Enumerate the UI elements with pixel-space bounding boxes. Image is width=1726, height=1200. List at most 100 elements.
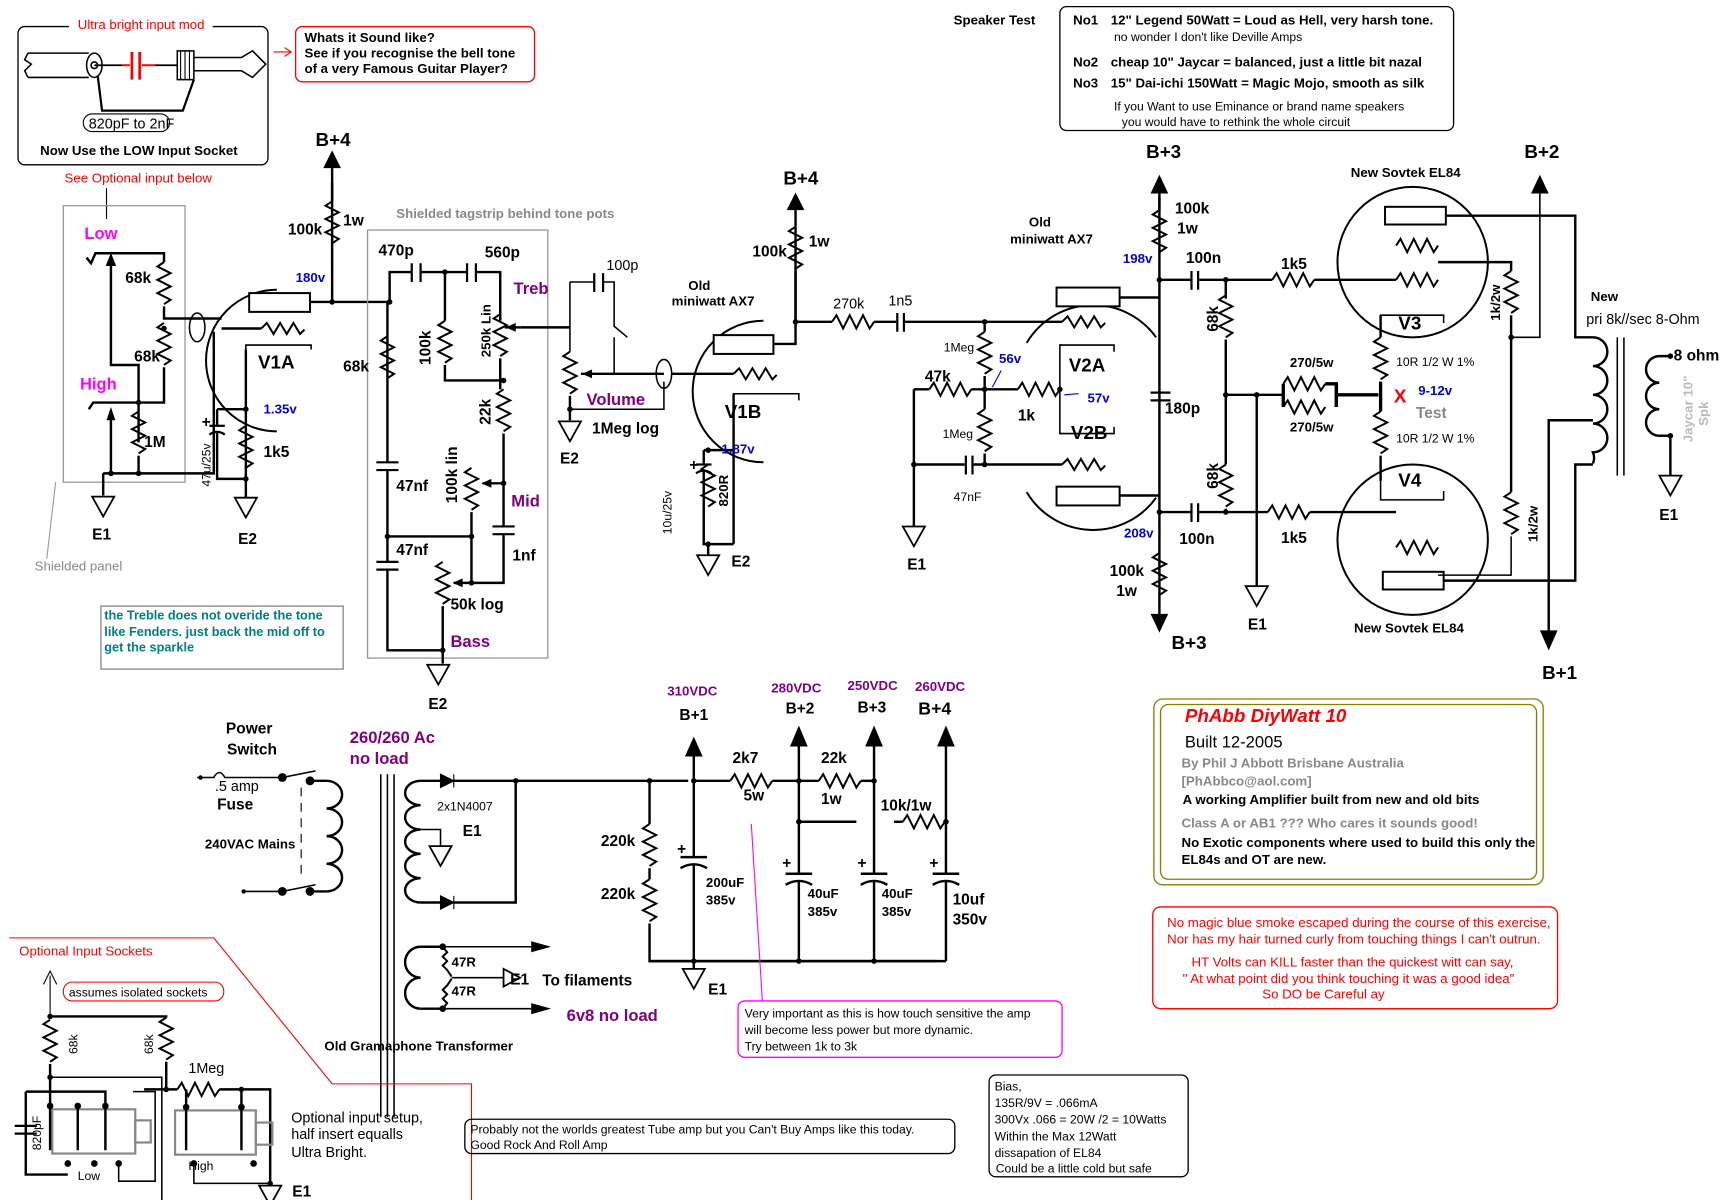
output-stage: 68k 68k E1 270/5w 270/5w 1k5 1k5 V3 N <box>1205 141 1719 683</box>
cap-100n-top: 100n <box>1186 250 1221 267</box>
bias-line3: 300Vx .066 = 20W /2 = 10Watts <box>995 1113 1167 1127</box>
ultra-bright-box: Ultra bright input mod 820pF to 2nF Now … <box>17 15 269 219</box>
tone-note: the Treble does not overide the tone lik… <box>100 605 344 670</box>
input-stage: Shielded panel Low High 68k 68k 1M E1 <box>35 129 388 574</box>
volume-pot-label: 1Meg log <box>592 421 659 438</box>
ground-e1-spk: E1 <box>1659 507 1678 524</box>
treble-pot-label: 250k Lin <box>478 304 493 357</box>
rail-b3-voltage: 250VDC <box>848 678 899 693</box>
warning-box: No magic blue smoke escaped during the c… <box>1152 906 1559 1010</box>
optional-input-heading: Optional Input Sockets <box>19 944 153 959</box>
cap-47nf-pi: 47nF <box>954 490 982 504</box>
mid-label: Mid <box>511 492 540 511</box>
cap-100n-bot: 100n <box>1179 531 1214 548</box>
rail-b3-name: B+3 <box>857 699 886 716</box>
r-68k-grid-top: 68k <box>1205 306 1222 332</box>
rail-b4-name: B+4 <box>918 698 951 718</box>
cap-40uf-1-val: 40uF <box>808 886 839 901</box>
ot-label-spec: pri 8k//sec 8-Ohm <box>1586 312 1699 328</box>
rail-b4-voltage: 260VDC <box>915 679 966 694</box>
shielded-panel-box <box>62 205 186 483</box>
tube-v1b-label: V1B <box>725 401 762 422</box>
sound-note: Whats it Sound like? See if you recognis… <box>294 25 536 83</box>
voltage-208v: 208v <box>1124 526 1154 541</box>
ground-e2-v1b: E2 <box>731 553 750 570</box>
mid-pot <box>463 466 480 511</box>
plus-sign: + <box>782 855 791 872</box>
r-1k: 1k <box>1018 407 1036 424</box>
touch-note-line1: Very important as this is how touch sens… <box>745 1007 1031 1021</box>
warning-line4: " At what point did you think touching i… <box>1183 971 1515 986</box>
volume-label: Volume <box>587 390 646 409</box>
r-68k-grid-bot: 68k <box>1205 463 1222 489</box>
r-bleed-2: 220k <box>601 886 636 903</box>
ot-label-new: New <box>1591 289 1619 304</box>
r-1k2w-top: 1k/2w <box>1488 284 1503 321</box>
shielded-cable-icon <box>188 312 206 343</box>
jack-plug-icon <box>23 49 267 112</box>
cap-40uf-2-v: 385v <box>882 904 912 919</box>
ground-e2-vol: E2 <box>560 450 579 467</box>
rail-b1-voltage: 310VDC <box>667 684 718 699</box>
r-plate-watt-v1a: 1w <box>343 213 365 230</box>
rectifier-label: 2x1N4007 <box>437 800 493 814</box>
phase-inverter: 270k 1n5 1Meg 56v 47k 1k V2A V2B 57v 1Me… <box>795 141 1226 653</box>
opt-desc1: Optional input setup, <box>291 1111 423 1127</box>
tube-v2b-label: V2B <box>1071 422 1108 443</box>
opt-ground-e1: E1 <box>292 1184 311 1200</box>
volume-stage: 100p Volume 1Meg log E2 Old miniwatt AX7… <box>520 168 831 577</box>
ground-icon <box>696 554 721 577</box>
project-desc: A working Amplifier built from new and o… <box>1183 792 1480 807</box>
speaker-no1: No1 <box>1073 12 1099 27</box>
treble-label: Treb <box>514 279 549 298</box>
speaker-test-heading: Speaker Test <box>954 12 1036 27</box>
r-1m-grid: 1M <box>144 434 166 451</box>
components-line2: EL84s and OT are new. <box>1182 852 1327 867</box>
ground-icon <box>681 967 706 990</box>
r-plate-watt-v1b: 1w <box>809 234 831 251</box>
high-input-label: High <box>80 374 117 393</box>
plus-sign: + <box>929 855 938 872</box>
ground-e2-label: E2 <box>238 531 257 548</box>
b4-rail-label-v1b: B+4 <box>783 168 819 189</box>
r-10k-psu: 10k/1w <box>881 798 933 815</box>
bias-line4: Within the Max 12Watt <box>995 1129 1117 1143</box>
ground-e1-pi: E1 <box>907 557 926 574</box>
low-socket-instruction: Now Use the LOW Input Socket <box>40 143 238 158</box>
cap-180p: 180p <box>1165 401 1200 418</box>
r-10r-bot: 10R 1/2 W 1% <box>1396 431 1475 445</box>
fuse-label1: .5 amp <box>215 779 259 795</box>
r-270-bot: 270/5w <box>1290 419 1334 434</box>
ground-e1-heater: E1 <box>510 971 529 988</box>
touch-note-line3: Try between 1k to 3k <box>745 1040 858 1054</box>
r-100k-plate-v1b: 100k <box>752 244 787 261</box>
power-switch-label1: Power <box>226 720 272 737</box>
arrow-icon <box>273 47 293 57</box>
r-22k: 22k <box>477 398 494 424</box>
plus-sign: + <box>689 457 698 474</box>
isolated-sockets-note: assumes isolated sockets <box>69 985 208 999</box>
tube-v1a-label: V1A <box>258 351 295 372</box>
tube-v1b-label2: miniwatt AX7 <box>672 293 755 308</box>
fuse-label2: Fuse <box>217 797 254 814</box>
cathode-r-v1b: 820R <box>716 474 731 506</box>
cap-value-label: 820pF to 2nF <box>89 116 175 132</box>
optional-input: Optional Input Sockets assumes isolated … <box>9 937 473 1200</box>
ground-icon <box>1658 474 1683 497</box>
opt-low-label: Low <box>78 1169 101 1183</box>
author-label: By Phil J Abbott Brisbane Australia <box>1182 756 1405 771</box>
cap-560p: 560p <box>485 245 520 262</box>
bias-line6: Could be a little cold but safe <box>996 1161 1152 1175</box>
power-supply: Power Switch .5 amp Fuse 240VAC Mains 26… <box>197 678 987 1118</box>
warning-line1: No magic blue smoke escaped during the c… <box>1167 915 1550 930</box>
transformer-label: Old Gramaphone Transformer <box>324 1039 513 1054</box>
tube-v1b-label1: Old <box>688 278 710 293</box>
opt-r-68k-2: 68k <box>142 1033 156 1054</box>
heater-r1: 47R <box>452 955 477 970</box>
ground-icon <box>426 663 451 686</box>
bass-pot-label: 50k log <box>450 596 503 613</box>
r-1k2w-bot: 1k/2w <box>1526 505 1541 542</box>
test-label: Test <box>1416 405 1447 422</box>
b3-rail-label-top: B+3 <box>1146 141 1181 162</box>
speaker-footer2: you would have to rethink the whole circ… <box>1122 115 1351 129</box>
